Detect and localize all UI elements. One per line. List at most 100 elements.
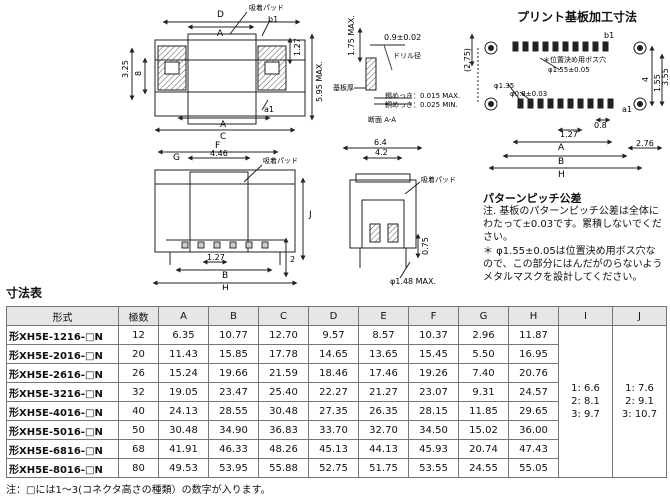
cell: 47.43 [508,439,559,459]
label-2: 2 [290,255,295,264]
cell: 48.26 [258,439,309,459]
label-8: 8 [134,71,143,76]
label-p127: 1.27 [560,130,578,139]
cell: 15.24 [158,363,209,383]
cell: 34.50 [408,420,459,440]
cell: 23.07 [408,382,459,402]
cell: 28.55 [208,401,259,421]
label-plating2: 銅めっき：0.025 MIN. [385,100,458,109]
label-phi135: φ1.35 [494,82,514,90]
cell: 28.15 [408,401,459,421]
header-G: G [458,306,509,326]
cell: 6.35 [158,325,209,345]
label-127: 1.27 [293,38,302,56]
cell: 24.13 [158,401,209,421]
cell-J-3: 3: 10.7 [621,409,658,420]
cell-J-1: 1: 7.6 [625,383,654,394]
label-drill: ドリル径 [393,51,421,60]
cell-model: 形XH5E-6816-□N [6,439,119,459]
cell-J-2: 2: 9.1 [625,396,654,407]
label-446: 4.46 [210,149,228,158]
header-F: F [408,306,459,326]
cell: 20.76 [508,363,559,383]
label-64: 6.4 [374,138,387,147]
cell: 44.13 [358,439,409,459]
label-42: 4.2 [375,148,388,157]
cell: 45.93 [408,439,459,459]
label-pad-top: 吸着パッド [249,3,284,12]
section-view [354,27,412,105]
cell-I-3: 3: 9.7 [571,409,600,420]
label-J: J [308,210,312,220]
cell: 19.05 [158,382,209,402]
table-row: 形XH5E-2016-□N 20 11.43 15.85 17.78 14.65… [6,344,667,364]
cell: 45.13 [308,439,359,459]
cell: 36.83 [258,420,309,440]
cell: 50 [118,420,159,440]
table-title: 寸法表 [6,286,43,300]
cell: 9.57 [308,325,359,345]
label-148max: φ1.48 MAX. [390,277,436,286]
label-a1: a1 [264,105,274,114]
table-row: 形XH5E-4016-□N 40 24.13 28.55 30.48 27.35… [6,401,667,421]
cell-model: 形XH5E-2616-□N [6,363,119,383]
cell: 53.95 [208,458,259,478]
cell: 11.85 [458,401,509,421]
technical-drawings: D A 吸着パッド b1 a1 C A 3.25 8 1.27 5.95 MAX… [121,3,670,290]
cell: 24.55 [458,458,509,478]
cell: 68 [118,439,159,459]
label-325: 3.25 [121,60,130,78]
front-view [152,149,306,286]
cell: 2.96 [458,325,509,345]
cell: 19.66 [208,363,259,383]
cell: 80 [118,458,159,478]
pcb-layout [469,33,665,171]
label-C: C [220,132,226,142]
cell: 11.87 [508,325,559,345]
footnote: 注：□には1～3(コネクタ高さの種類）の数字が入ります。 [6,485,271,496]
label-phi08: φ0.8±0.03 [510,90,547,98]
header-B: B [208,306,259,326]
tolerance-note-2: ＊ φ1.55±0.05は位置決め用ボス穴なので、この部分にはんだがのらないよう… [483,246,663,283]
cell: 10.37 [408,325,459,345]
cell: 5.50 [458,344,509,364]
label-pad-front: 吸着パッド [263,156,298,165]
label-b1: b1 [268,15,278,24]
cell: 9.31 [458,382,509,402]
label-p276: 2.76 [636,139,654,148]
cell: 25.40 [258,382,309,402]
cell: 8.57 [358,325,409,345]
cell: 53.55 [408,458,459,478]
cell-model: 形XH5E-1216-□N [6,325,119,345]
cell: 27.35 [308,401,359,421]
label-075: 0.75 [421,237,430,255]
label-F: F [215,141,220,151]
cell: 16.95 [508,344,559,364]
tolerance-title: パターンピッチ公差 [483,192,582,205]
label-plating1: 錫めっき：0.015 MAX. [385,91,460,100]
cell: 52.75 [308,458,359,478]
cell-model: 形XH5E-3216-□N [6,382,119,402]
cell: 19.26 [408,363,459,383]
cell: 20 [118,344,159,364]
cell: 18.46 [308,363,359,383]
label-H-front: H [222,284,229,290]
cell-I-merged: 1: 6.6 2: 8.1 3: 9.7 [558,325,613,478]
cell: 51.75 [358,458,409,478]
label-127-front: 1.27 [207,253,225,262]
cell: 21.59 [258,363,309,383]
header-D: D [308,306,359,326]
cell: 17.46 [358,363,409,383]
label-p08: 0.8 [594,121,607,130]
cell: 21.27 [358,382,409,402]
cell: 55.05 [508,458,559,478]
cell: 40 [118,401,159,421]
label-A-bottom: A [220,120,227,130]
label-p355: 3.55 [661,68,670,86]
cell: 13.65 [358,344,409,364]
table-header-row: 形式 極数 A B C D E F G H I J [6,306,667,326]
cell: 32 [118,382,159,402]
label-B-front: B [222,271,228,281]
header-I: I [558,306,613,326]
cell: 14.65 [308,344,359,364]
